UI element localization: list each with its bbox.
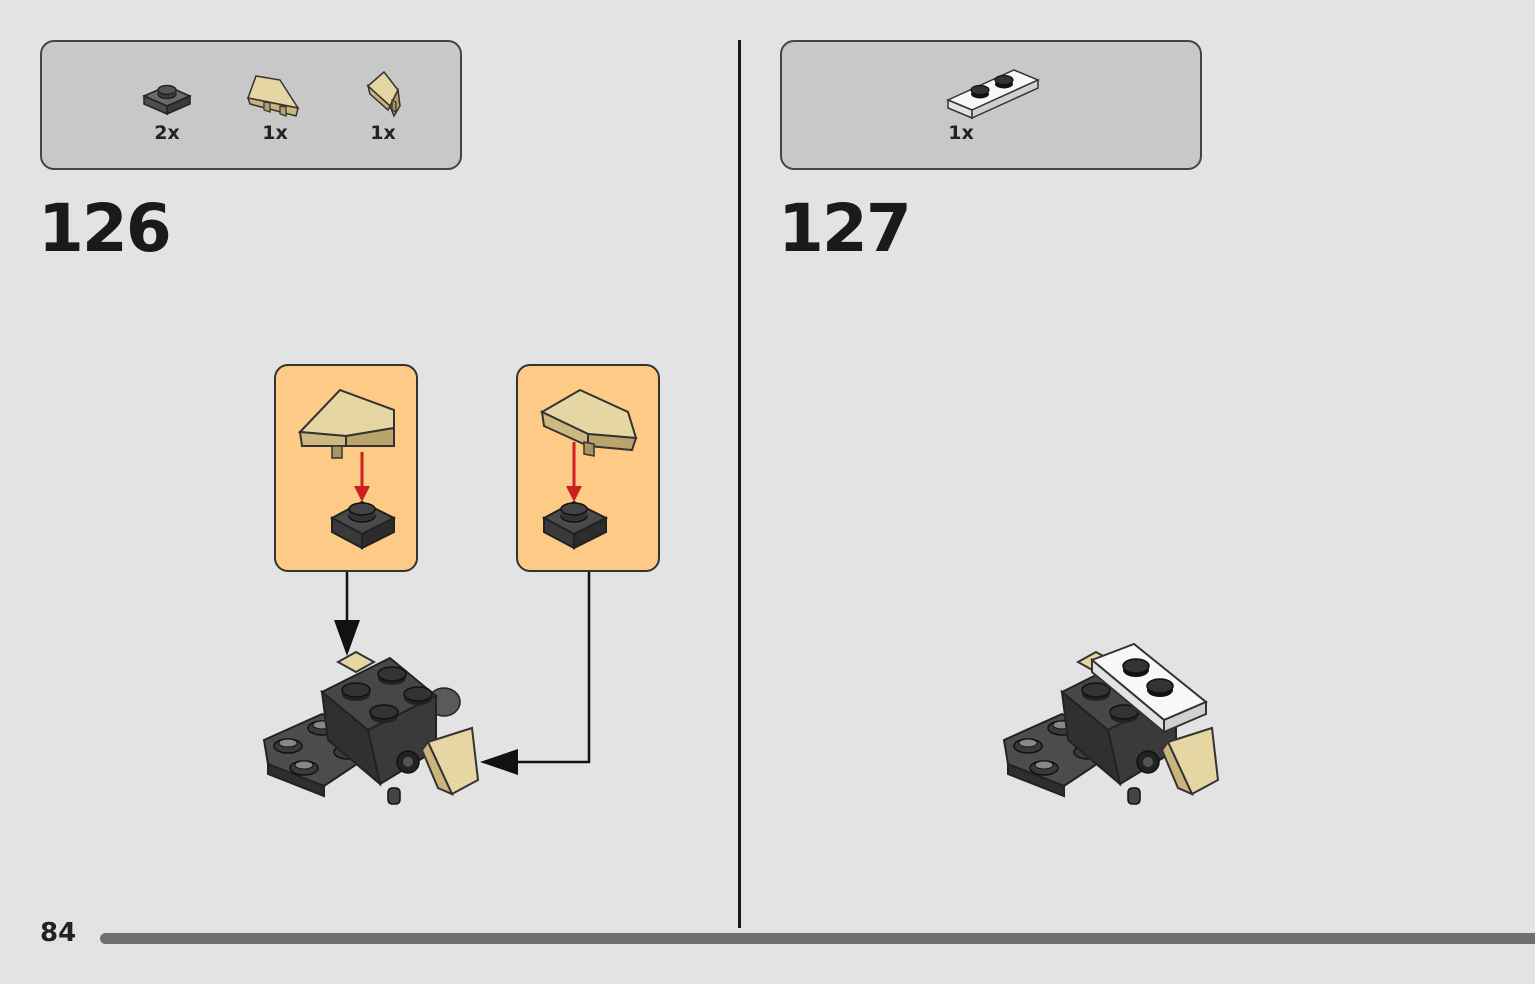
step-number-126: 126	[38, 190, 172, 267]
tan-wedge-icon	[246, 75, 300, 117]
assembly-arrows	[334, 572, 591, 775]
progress-bar-fill	[100, 933, 1535, 944]
part-quantity: 1x	[370, 122, 396, 144]
part-dark-gray-plate: 2x	[132, 42, 202, 144]
dark-gray-plate-icon	[142, 84, 192, 116]
sub-assembly-illustration	[297, 388, 397, 550]
model-illustration-127	[1002, 642, 1220, 805]
part-tan-wedge-right: 1x	[348, 42, 418, 144]
part-quantity: 2x	[154, 122, 180, 144]
model-illustration-126	[262, 650, 480, 805]
tan-wedge-icon	[366, 70, 401, 118]
sub-assembly-callout-right	[516, 364, 660, 572]
parts-list-127: 1x	[780, 40, 1202, 170]
part-quantity: 1x	[262, 122, 288, 144]
parts-list-126: 2x 1x 1x	[40, 40, 462, 170]
page-divider	[738, 40, 741, 928]
progress-bar	[100, 933, 1535, 944]
page-number: 84	[40, 918, 77, 948]
white-plate-icon	[946, 69, 1040, 120]
part-white-plate: 1x	[942, 42, 1042, 144]
arrow-down-icon	[334, 620, 360, 656]
arrow-left-icon	[480, 749, 518, 775]
sub-assembly-callout-left	[274, 364, 418, 572]
sub-assembly-illustration	[539, 388, 638, 550]
part-tan-wedge-left: 1x	[240, 42, 310, 144]
step-number-127: 127	[778, 190, 912, 267]
part-quantity: 1x	[948, 122, 974, 144]
